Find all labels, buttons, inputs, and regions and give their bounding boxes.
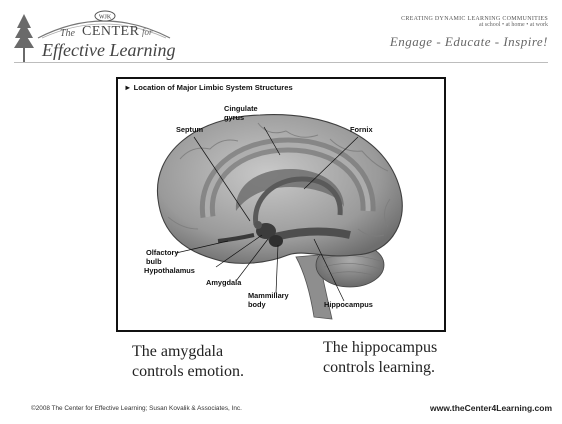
label-olfactory-bulb: Olfactory bulb bbox=[146, 249, 178, 266]
label-olfactory-line2: bulb bbox=[146, 258, 178, 267]
slide-header: WJK The CENTER for Effective Learning CR… bbox=[0, 0, 562, 72]
logo-effective-learning: Effective Learning bbox=[42, 40, 175, 61]
emblem-text: WJK bbox=[99, 15, 112, 21]
label-mammillary-line2: body bbox=[248, 301, 289, 310]
center-logo: WJK The CENTER for Effective Learning bbox=[14, 8, 184, 64]
caption-amygdala-line2: controls emotion. bbox=[132, 362, 244, 382]
label-mammillary-body: Mammillary body bbox=[248, 292, 289, 309]
logo-for: for bbox=[142, 27, 153, 37]
caption-amygdala-line1: The amygdala bbox=[132, 342, 244, 362]
caption-amygdala: The amygdala controls emotion. bbox=[132, 342, 244, 382]
footer-website-link[interactable]: www.theCenter4Learning.com bbox=[430, 403, 552, 413]
label-fornix: Fornix bbox=[350, 126, 373, 135]
logo-center: CENTER bbox=[82, 24, 139, 40]
label-cingulate-line2: gyrus bbox=[224, 114, 258, 123]
tagline: CREATING DYNAMIC LEARNING COMMUNITIES at… bbox=[390, 16, 548, 50]
logo-the: The bbox=[60, 28, 75, 39]
caption-hippocampus: The hippocampus controls learning. bbox=[323, 338, 437, 378]
label-amygdala: Amygdala bbox=[206, 279, 241, 288]
tagline-line2: at school • at home • at work bbox=[390, 22, 548, 28]
tagline-motto: Engage - Educate - Inspire! bbox=[390, 34, 548, 50]
limbic-figure: ► Location of Major Limbic System Struct… bbox=[116, 77, 446, 332]
label-hypothalamus: Hypothalamus bbox=[144, 267, 195, 276]
label-septum: Septum bbox=[176, 126, 203, 135]
tree-icon bbox=[14, 14, 34, 62]
figure-title: ► Location of Major Limbic System Struct… bbox=[124, 83, 293, 92]
caption-hippocampus-line1: The hippocampus bbox=[323, 338, 437, 358]
header-divider bbox=[14, 62, 548, 63]
caption-hippocampus-line2: controls learning. bbox=[323, 358, 437, 378]
footer-copyright: ©2008 The Center for Effective Learning;… bbox=[31, 405, 242, 412]
label-cingulate-gyrus: Cingulate gyrus bbox=[224, 105, 258, 122]
label-hippocampus: Hippocampus bbox=[324, 301, 373, 310]
